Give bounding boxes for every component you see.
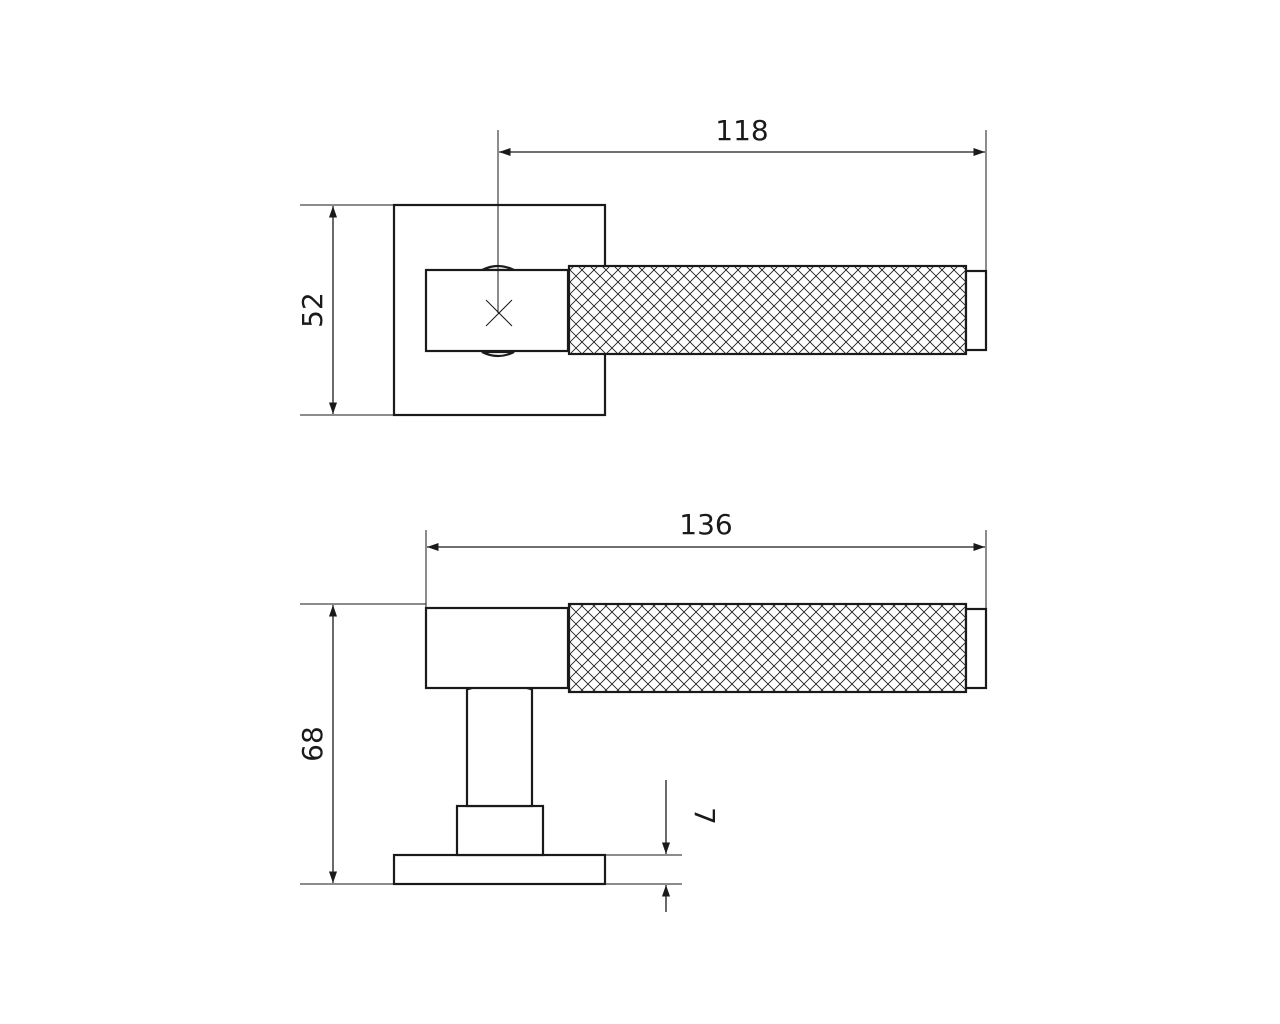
dimension-118-label: 118 [715, 114, 768, 147]
top-view: 118 52 [296, 114, 988, 417]
dimension-52: 52 [296, 204, 394, 416]
dimension-68: 68 [296, 603, 426, 885]
side-view: 136 68 7 [296, 508, 988, 912]
knurled-grip-side [567, 602, 968, 694]
dimension-7-label: 7 [688, 807, 721, 825]
dimension-68-label: 68 [296, 726, 329, 762]
dimension-136: 136 [425, 508, 987, 609]
dimension-136-label: 136 [679, 508, 732, 541]
lever-base-side [424, 606, 570, 690]
dimension-7: 7 [605, 780, 721, 912]
end-cap-side [964, 607, 988, 690]
rose-plate-side [392, 853, 607, 886]
collar-side [455, 804, 545, 857]
neck-side [465, 684, 534, 808]
dimension-118: 118 [497, 114, 987, 313]
end-cap-top [964, 269, 988, 352]
dimension-52-label: 52 [296, 292, 329, 328]
axis-cross [485, 299, 513, 327]
knurled-grip-top [567, 264, 968, 356]
